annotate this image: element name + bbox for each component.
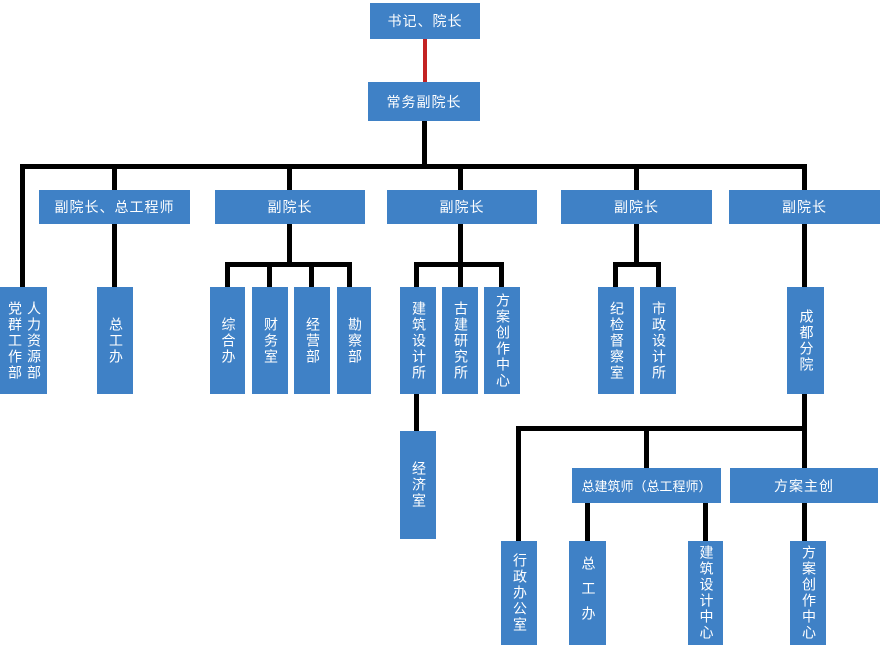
connector-drop-vp3 bbox=[458, 164, 463, 191]
connector-drop-admin-office bbox=[516, 426, 521, 541]
node-vp2: 副院长 bbox=[215, 190, 365, 224]
node-scheme-creation-center-label: 方案创作中心 bbox=[494, 292, 510, 389]
node-vp5: 副院长 bbox=[729, 190, 880, 224]
connector-arch-institute-economy bbox=[414, 394, 419, 431]
node-admin-office-label: 行政办公室 bbox=[511, 553, 527, 633]
node-president-label: 书记、院长 bbox=[387, 14, 463, 30]
node-discipline-inspection-office: 纪检督察室 bbox=[598, 287, 634, 394]
node-chief-architect-label: 总建筑师（总工程师） bbox=[581, 480, 712, 495]
node-chief-eng-office: 总工办 bbox=[97, 287, 133, 394]
connector-drop-operations-dept bbox=[309, 262, 314, 287]
node-chief-architect: 总建筑师（总工程师） bbox=[572, 468, 721, 503]
node-scheme-lead-label: 方案主创 bbox=[774, 478, 834, 495]
node-finance-office-label: 财务室 bbox=[262, 316, 278, 365]
connector-vp1-chief-eng-office bbox=[112, 224, 117, 287]
node-vp5-label: 副院长 bbox=[782, 200, 827, 216]
node-vp4-label: 副院长 bbox=[614, 200, 659, 216]
node-arch-design-center: 建筑设计中心 bbox=[688, 541, 723, 645]
node-municipal-design-institute: 市政设计所 bbox=[640, 287, 676, 394]
node-finance-office: 财务室 bbox=[252, 287, 288, 394]
node-branch-chief-eng-office: 总工办 bbox=[569, 541, 606, 645]
connector-group2-rail bbox=[225, 262, 352, 267]
connector-drop-chief-architect bbox=[644, 426, 649, 468]
connector-drop-vp5 bbox=[802, 164, 807, 191]
node-chengdu-branch: 成都分院 bbox=[787, 287, 824, 394]
node-heritage-research-institute-label: 古建研究所 bbox=[452, 300, 468, 381]
connector-drop-branch-chief-eng bbox=[585, 503, 590, 541]
connector-drop-vp1 bbox=[112, 164, 117, 191]
node-exec-vp-label: 常务副院长 bbox=[386, 94, 462, 111]
node-survey-dept-label: 勘察部 bbox=[346, 316, 362, 365]
node-vp2-label: 副院长 bbox=[267, 200, 313, 216]
connector-vp5-chengdu bbox=[802, 224, 807, 287]
connector-vp3-down bbox=[458, 224, 463, 267]
node-discipline-inspection-office-label: 纪检督察室 bbox=[608, 300, 624, 381]
node-scheme-lead: 方案主创 bbox=[730, 468, 878, 503]
node-party-mass-and-hr-dept: 党群工作部 人力资源部 bbox=[0, 287, 47, 394]
connector-trunk bbox=[20, 164, 807, 169]
node-arch-design-institute: 建筑设计所 bbox=[400, 287, 436, 394]
connector-drop-arch-design-center bbox=[703, 503, 708, 541]
node-arch-design-center-label: 建筑设计中心 bbox=[697, 545, 714, 641]
connector-drop-party-hr bbox=[20, 164, 25, 287]
node-vp3-label: 副院长 bbox=[439, 200, 485, 216]
connector-drop-vp2 bbox=[287, 164, 292, 191]
connector-drop-scheme-creation bbox=[499, 262, 504, 287]
node-vp4: 副院长 bbox=[561, 190, 712, 224]
node-hr-dept-label: 人力资源部 bbox=[25, 300, 41, 381]
connector-chengdu-down bbox=[802, 394, 807, 431]
connector-branch-rail bbox=[516, 426, 807, 431]
connector-drop-vp4 bbox=[634, 164, 639, 191]
connector-drop-branch-scheme-center bbox=[802, 503, 807, 541]
node-chief-eng-office-label: 总工办 bbox=[107, 316, 123, 365]
node-municipal-design-institute-label: 市政设计所 bbox=[650, 300, 666, 381]
connector-group4-rail bbox=[613, 262, 661, 267]
node-scheme-creation-center: 方案创作中心 bbox=[484, 287, 520, 394]
node-chengdu-branch-label: 成都分院 bbox=[797, 308, 814, 373]
node-vp-chief-engineer-label: 副院长、总工程师 bbox=[54, 200, 175, 216]
node-operations-dept: 经营部 bbox=[294, 287, 330, 394]
node-general-office-label: 综合办 bbox=[219, 316, 236, 365]
node-branch-scheme-creation-center-label: 方案创作中心 bbox=[800, 545, 816, 641]
node-president: 书记、院长 bbox=[370, 3, 480, 39]
node-operations-dept-label: 经营部 bbox=[304, 316, 320, 365]
connector-vp2-down bbox=[287, 224, 292, 267]
node-exec-vp: 常务副院长 bbox=[368, 82, 480, 121]
connector-drop-heritage-research bbox=[458, 262, 463, 287]
node-survey-dept: 勘察部 bbox=[337, 287, 371, 394]
node-admin-office: 行政办公室 bbox=[501, 541, 537, 645]
connector-vp4-down bbox=[634, 224, 639, 267]
connector-drop-scheme-lead bbox=[802, 426, 807, 468]
node-economy-office: 经济室 bbox=[400, 431, 436, 539]
connector-exec-to-trunk bbox=[422, 121, 427, 169]
node-economy-office-label: 经济室 bbox=[410, 461, 426, 509]
connector-drop-general-office bbox=[225, 262, 230, 287]
connector-drop-municipal-institute bbox=[656, 262, 661, 287]
node-branch-chief-eng-office-label: 总工办 bbox=[579, 555, 596, 631]
node-heritage-research-institute: 古建研究所 bbox=[442, 287, 478, 394]
node-vp-chief-engineer: 副院长、总工程师 bbox=[39, 190, 190, 224]
node-branch-scheme-creation-center: 方案创作中心 bbox=[790, 541, 826, 645]
connector-president-exec-red bbox=[423, 39, 427, 83]
connector-drop-finance-office bbox=[267, 262, 272, 287]
node-general-office: 综合办 bbox=[210, 287, 245, 394]
node-arch-design-institute-label: 建筑设计所 bbox=[410, 300, 426, 381]
node-vp3: 副院长 bbox=[387, 190, 537, 224]
connector-drop-survey-dept bbox=[347, 262, 352, 287]
connector-drop-discipline-office bbox=[613, 262, 618, 287]
node-party-mass-label: 党群工作部 bbox=[6, 300, 22, 381]
connector-drop-arch-design-institute bbox=[414, 262, 419, 287]
